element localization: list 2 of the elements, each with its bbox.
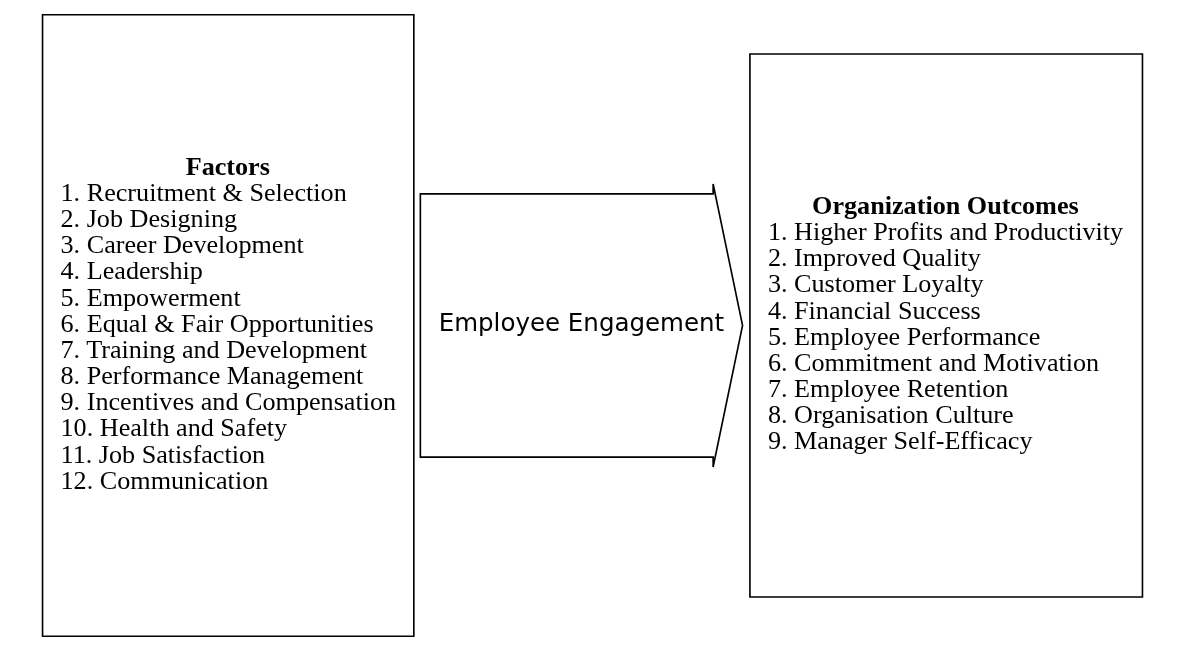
node-box: Organization Outcomes 1. Higher Profits and Productivity 2. Improved Quality 3. Customer Loyalty 4. Financial Success 5. Employee Performance 6. Commitment and Motivation 7. Employee Retention 8. Organisation Culture 9. Manager Self-Efficacy: [748, 53, 1143, 598]
node-box: Factors 1. Recruitment & Selection 2. Job Designing 3. Career Development 4. Leadership 5. Empowerment 6. Equal & Fair Opportunities 7. Training and Development 8. Performance Management 9. Incentives and Compensation 10. Health and Safety 11. Job Satisfaction 12. Communication: [41, 13, 415, 638]
